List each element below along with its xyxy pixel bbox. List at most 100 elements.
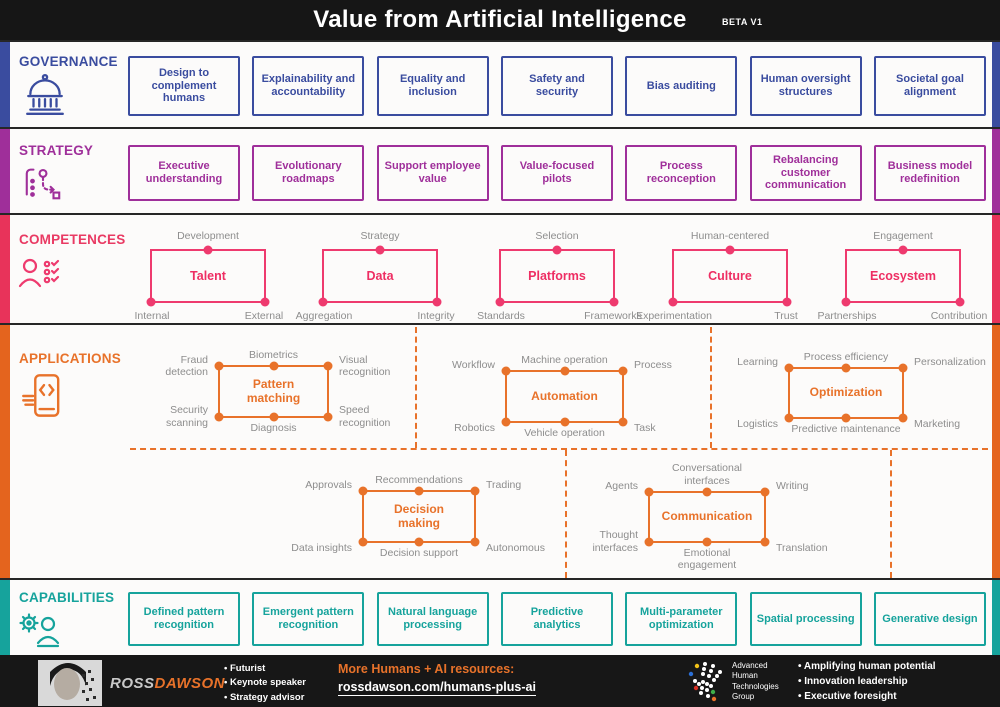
connector-dot [618,366,628,376]
dashed-divider [710,327,712,448]
competences-right-strip [992,215,1000,323]
connector-dot [432,297,442,307]
cluster-label-top: Selection [535,229,579,242]
cluster-label-top-right: Trading [486,479,522,491]
cluster-label-bottom-right: Integrity [417,310,455,322]
cluster-title: Platforms [528,269,586,283]
connector-dot [323,361,333,371]
connector-dot [702,487,712,497]
connector-dot [318,297,328,307]
connector-dot [644,487,654,497]
connector-dot [501,366,511,376]
connector-dot [644,537,654,547]
page-title: Value from Artificial Intelligence [313,6,687,33]
connector-dot [470,537,480,547]
competence-cluster-talent: Talent Development Internal External [134,230,283,322]
capabilities-box: Defined pattern recognition [128,592,240,646]
dashed-divider [130,448,988,450]
strategy-left-strip [0,129,10,213]
connector-dot [146,297,156,307]
competence-cluster-platforms: Platforms Selection Standards Frameworks [477,230,642,322]
connector-dot [375,245,385,255]
org-name: Advanced Human Technologies Group [732,661,779,702]
capabilities-band: CAPABILITIES Defined pattern recognition… [0,578,1000,657]
connector-dot [358,486,368,496]
cluster-label-bottom-center: Vehicle operation [524,427,605,439]
competences-band: COMPETENCES Talent Development Internal … [0,213,1000,325]
connector-dot [501,417,511,427]
application-cluster-optimization: Optimization Learning Process efficiency… [737,351,986,435]
cluster-label-bottom-right: Marketing [914,417,961,430]
connector-dot [760,487,770,497]
cluster-label-bottom-right: Contribution [930,310,988,322]
competence-cluster-data: Data Strategy Aggregation Integrity [296,230,455,322]
application-cluster-automation: Automation Workflow Machine operation Pr… [452,354,672,439]
competence-cluster-culture: Culture Human-centered Experimentation T… [636,230,798,322]
cluster-label-bottom-right: Trust [774,310,798,322]
cluster-label-top-left: Agents [605,480,638,492]
capabilities-box: Emergent pattern recognition [252,592,365,646]
roles-list: Futurist Keynote speaker Strategy adviso… [224,662,306,705]
connector-dot [214,412,224,422]
cluster-label-bottom-left: Data insights [291,541,352,554]
connector-dot [269,361,278,371]
role-item: Futurist [224,662,306,676]
connector-dot [414,486,424,496]
cluster-label-top-center: Recommendations [375,473,463,486]
strategy-box: Executive understanding [128,145,240,201]
title-bar: Value from Artificial Intelligence BETA … [0,0,1000,40]
cluster-label-top-right: Personalization [914,356,986,368]
applications-left-strip [0,325,10,578]
governance-box: Design to complement humans [128,56,240,116]
governance-right-strip [992,42,1000,127]
connector-dot [702,537,712,547]
cluster-title: Pattern matching [246,376,301,405]
governance-box: Equality and inclusion [376,56,489,116]
capabilities-right-strip [992,580,1000,655]
connector-dot [782,297,792,307]
cluster-label-bottom-left: Experimentation [636,310,712,322]
connector-dot [609,297,619,307]
connector-dot [214,361,224,371]
cluster-title: Automation [531,388,598,403]
cluster-label-top-right: Writing [776,480,809,492]
cluster-label-bottom-right: External [244,310,284,322]
ross-dawson-logo: ROSSDAWSON [110,675,226,692]
cluster-label-top-center: Conversational interfaces [671,462,743,487]
footer-bar: ROSSDAWSON Futurist Keynote speaker Stra… [0,655,1000,707]
governance-box: Bias auditing [625,56,738,116]
cluster-label-top: Human-centered [690,229,770,242]
resources-link[interactable]: rossdawson.com/humans-plus-ai [338,680,536,696]
cluster-title: Decision making [393,501,444,530]
strategy-box: Process reconception [625,145,738,201]
strategy-box: Support employee value [376,145,489,201]
strategy-box: Rebalancing customer communication [749,145,862,201]
cluster-label-top: Engagement [873,229,933,242]
dotted-hand-logo [688,662,722,702]
strategy-box: Business model redefinition [873,145,986,201]
connector-dot [618,417,628,427]
strategy-box: Value-focused pilots [500,145,613,201]
route-icon [25,168,61,200]
cluster-label-bottom-right: Autonomous [486,541,545,554]
connector-dot [784,413,794,423]
connector-dot [203,245,213,255]
connector-dot [552,245,562,255]
cluster-label-bottom-left: Partnerships [817,310,877,322]
cluster-label-bottom-center: Emotional engagement [677,547,737,572]
competences-label: COMPETENCES [19,232,126,247]
governance-label: GOVERNANCE [19,54,118,69]
governance-box: Societal goal alignment [873,56,986,116]
competence-cluster-ecosystem: Ecosystem Engagement Partnerships Contri… [818,230,988,322]
cluster-label-top-center: Process efficiency [803,350,889,363]
strategy-band: STRATEGY Executive understanding Evoluti… [0,127,1000,215]
capabilities-box: Generative design [873,592,986,646]
cluster-label-top-right: Process [634,359,672,371]
cluster-label-top-left: Fraud detection [165,354,208,379]
governance-box: Explainability and accountability [252,56,365,116]
connector-dot [495,297,505,307]
strategy-box: Evolutionary roadmaps [252,145,365,201]
connector-dot [898,413,908,423]
application-cluster-communication: Communication Agents Conversational inte… [592,462,827,571]
cluster-title: Talent [190,269,226,283]
